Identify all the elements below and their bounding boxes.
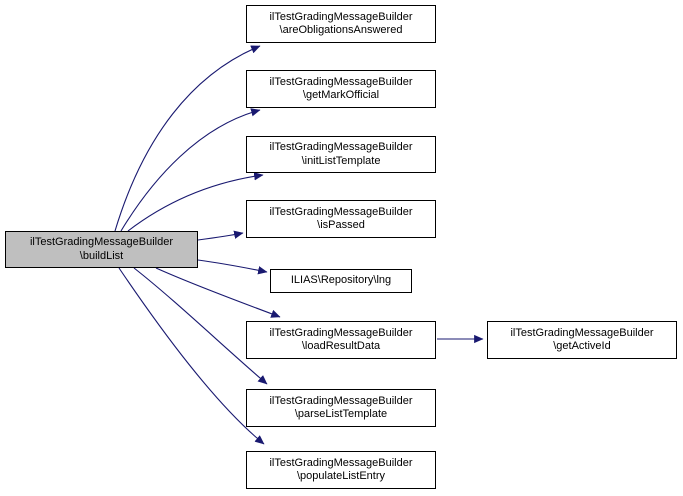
node-parselisttemplate[interactable]: ilTestGradingMessageBuilder \parseListTe…: [246, 389, 436, 427]
node-populatelistentry-method: \populateListEntry: [296, 470, 386, 482]
node-populatelistentry-class: ilTestGradingMessageBuilder: [269, 456, 413, 469]
node-ispassed-class: ilTestGradingMessageBuilder: [269, 205, 413, 218]
node-initlisttemplate-method: \initListTemplate: [301, 154, 381, 167]
edge-buildList-isPassed: [197, 230, 244, 241]
edge-buildList-loadResultData: [155, 267, 281, 318]
node-populatelistentry[interactable]: ilTestGradingMessageBuilder \populateLis…: [246, 451, 436, 489]
node-getactiveid-class: ilTestGradingMessageBuilder: [510, 326, 654, 339]
node-getactiveid-method: \getActiveId: [553, 340, 611, 352]
node-buildlist-method: \buildList: [79, 249, 124, 262]
edge-buildList-parseListTemplate: [133, 267, 268, 385]
node-getmarkofficial[interactable]: ilTestGradingMessageBuilder \getMarkOffi…: [246, 70, 436, 108]
node-parselisttemplate-method: \parseListTemplate: [294, 408, 388, 420]
node-getmarkofficial-class: ilTestGradingMessageBuilder: [269, 75, 413, 88]
node-areobligationsanswered[interactable]: ilTestGradingMessageBuilder \areObligati…: [246, 5, 436, 43]
edge-buildList-getMarkOfficial: [120, 108, 261, 232]
node-loadresultdata-method: \loadResultData: [301, 340, 381, 352]
node-getmarkofficial-method: \getMarkOfficial: [302, 89, 380, 101]
node-loadresultdata-class: ilTestGradingMessageBuilder: [269, 326, 413, 339]
node-lng-label: ILIAS\Repository\lng: [290, 274, 392, 287]
node-parselisttemplate-class: ilTestGradingMessageBuilder: [269, 394, 413, 407]
node-lng[interactable]: ILIAS\Repository\lng: [270, 269, 412, 293]
node-areobligationsanswered-method: \areObligationsAnswered: [279, 24, 403, 36]
node-initlisttemplate-class: ilTestGradingMessageBuilder: [269, 141, 413, 153]
node-getactiveid[interactable]: ilTestGradingMessageBuilder \getActiveId: [487, 321, 677, 359]
edge-buildList-lng: [197, 259, 268, 275]
edge-buildList-populateListEntry: [118, 267, 265, 445]
node-ispassed-method: \isPassed: [317, 219, 365, 231]
edge-buildList-areObligationsAnswered: [114, 45, 261, 232]
node-loadresultdata[interactable]: ilTestGradingMessageBuilder \loadResultD…: [246, 321, 436, 359]
node-buildlist-class: ilTestGradingMessageBuilder: [29, 236, 174, 248]
node-buildlist: ilTestGradingMessageBuilder \buildList: [5, 231, 198, 268]
edge-buildList-initListTemplate: [127, 172, 264, 232]
node-initlisttemplate[interactable]: ilTestGradingMessageBuilder \initListTem…: [246, 136, 436, 173]
node-ispassed[interactable]: ilTestGradingMessageBuilder \isPassed: [246, 200, 436, 238]
node-areobligationsanswered-class: ilTestGradingMessageBuilder: [269, 10, 413, 23]
